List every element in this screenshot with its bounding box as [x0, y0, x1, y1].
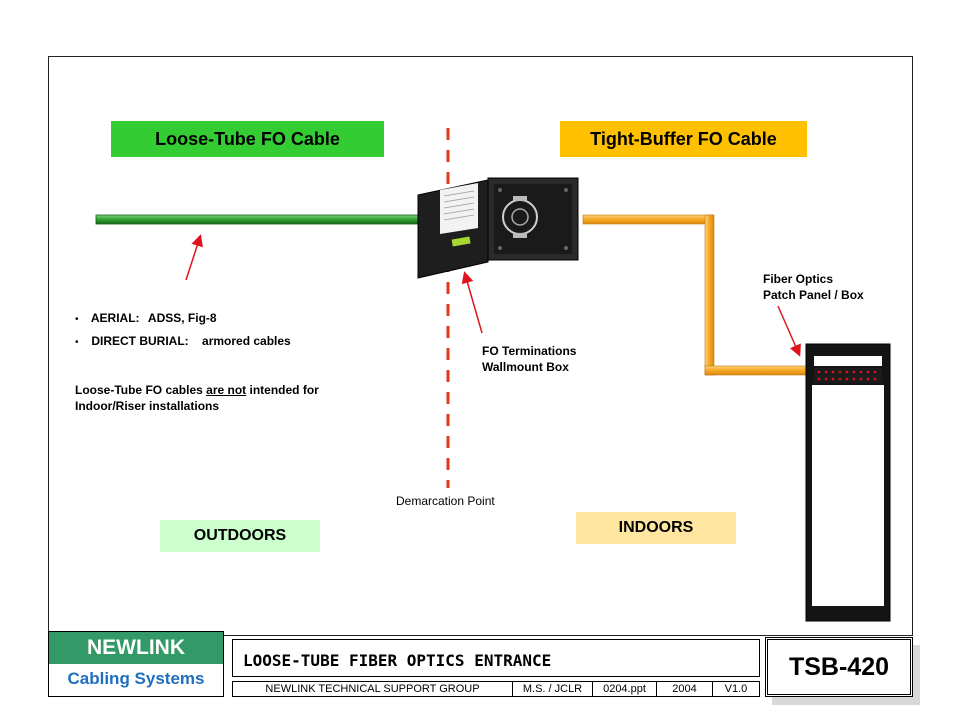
burial-value: armored cables [202, 334, 291, 348]
warning-part1: Loose-Tube FO cables [75, 383, 203, 397]
patch-panel-line1: Fiber Optics [763, 272, 834, 286]
wallmount-box-icon [417, 177, 579, 279]
burial-prefix: DIRECT BURIAL: [91, 334, 189, 348]
warning-underline: are not [206, 383, 247, 397]
loose-tube-cable [95, 214, 421, 225]
aerial-note: AERIAL: ADSS, Fig-8 [75, 310, 217, 328]
doc-year: 2004 [657, 682, 713, 696]
brand-name: NEWLINK [49, 632, 223, 664]
loose-tube-label: Loose-Tube FO Cable [111, 121, 384, 157]
rack-cabinet-icon [805, 343, 891, 622]
demarcation-label: Demarcation Point [396, 494, 495, 508]
warning-line2: Indoor/Riser installations [75, 399, 220, 413]
patch-panel-label: Fiber Optics Patch Panel / Box [763, 271, 864, 303]
patch-panel-icon [814, 368, 882, 383]
aerial-prefix: AERIAL: [90, 311, 140, 325]
outdoors-label: OUTDOORS [160, 520, 320, 552]
loose-tube-warning: Loose-Tube FO cables are not intended fo… [75, 382, 319, 414]
fo-terminations-line2: Wallmount Box [482, 360, 569, 374]
doc-authors: M.S. / JCLR [513, 682, 593, 696]
doc-id-box: TSB-420 [765, 637, 913, 697]
fo-terminations-label: FO Terminations Wallmount Box [482, 343, 576, 375]
direct-burial-note: DIRECT BURIAL: armored cables [75, 333, 291, 351]
patch-panel-line2: Patch Panel / Box [763, 288, 864, 302]
warning-part2: intended for [249, 383, 319, 397]
patch-panel-arrow [777, 305, 801, 357]
support-group: NEWLINK TECHNICAL SUPPORT GROUP [233, 682, 513, 696]
fo-terminations-line1: FO Terminations [482, 344, 577, 358]
doc-version: V1.0 [724, 683, 748, 695]
brand-block: NEWLINK Cabling Systems [48, 631, 224, 697]
tight-buffer-label: Tight-Buffer FO Cable [560, 121, 807, 157]
diagram-frame [48, 56, 913, 636]
wallmount-arrow [461, 271, 483, 334]
doc-info-row: NEWLINK TECHNICAL SUPPORT GROUP M.S. / J… [232, 681, 760, 697]
loose-tube-arrow [185, 234, 203, 281]
doc-file: 0204.ppt [593, 682, 657, 696]
brand-subtitle: Cabling Systems [67, 669, 205, 688]
doc-title-box: LOOSE-TUBE FIBER OPTICS ENTRANCE [232, 639, 760, 677]
indoors-label: INDOORS [576, 512, 736, 544]
aerial-value: ADSS, Fig-8 [147, 311, 217, 325]
doc-title: LOOSE-TUBE FIBER OPTICS ENTRANCE [243, 651, 552, 670]
